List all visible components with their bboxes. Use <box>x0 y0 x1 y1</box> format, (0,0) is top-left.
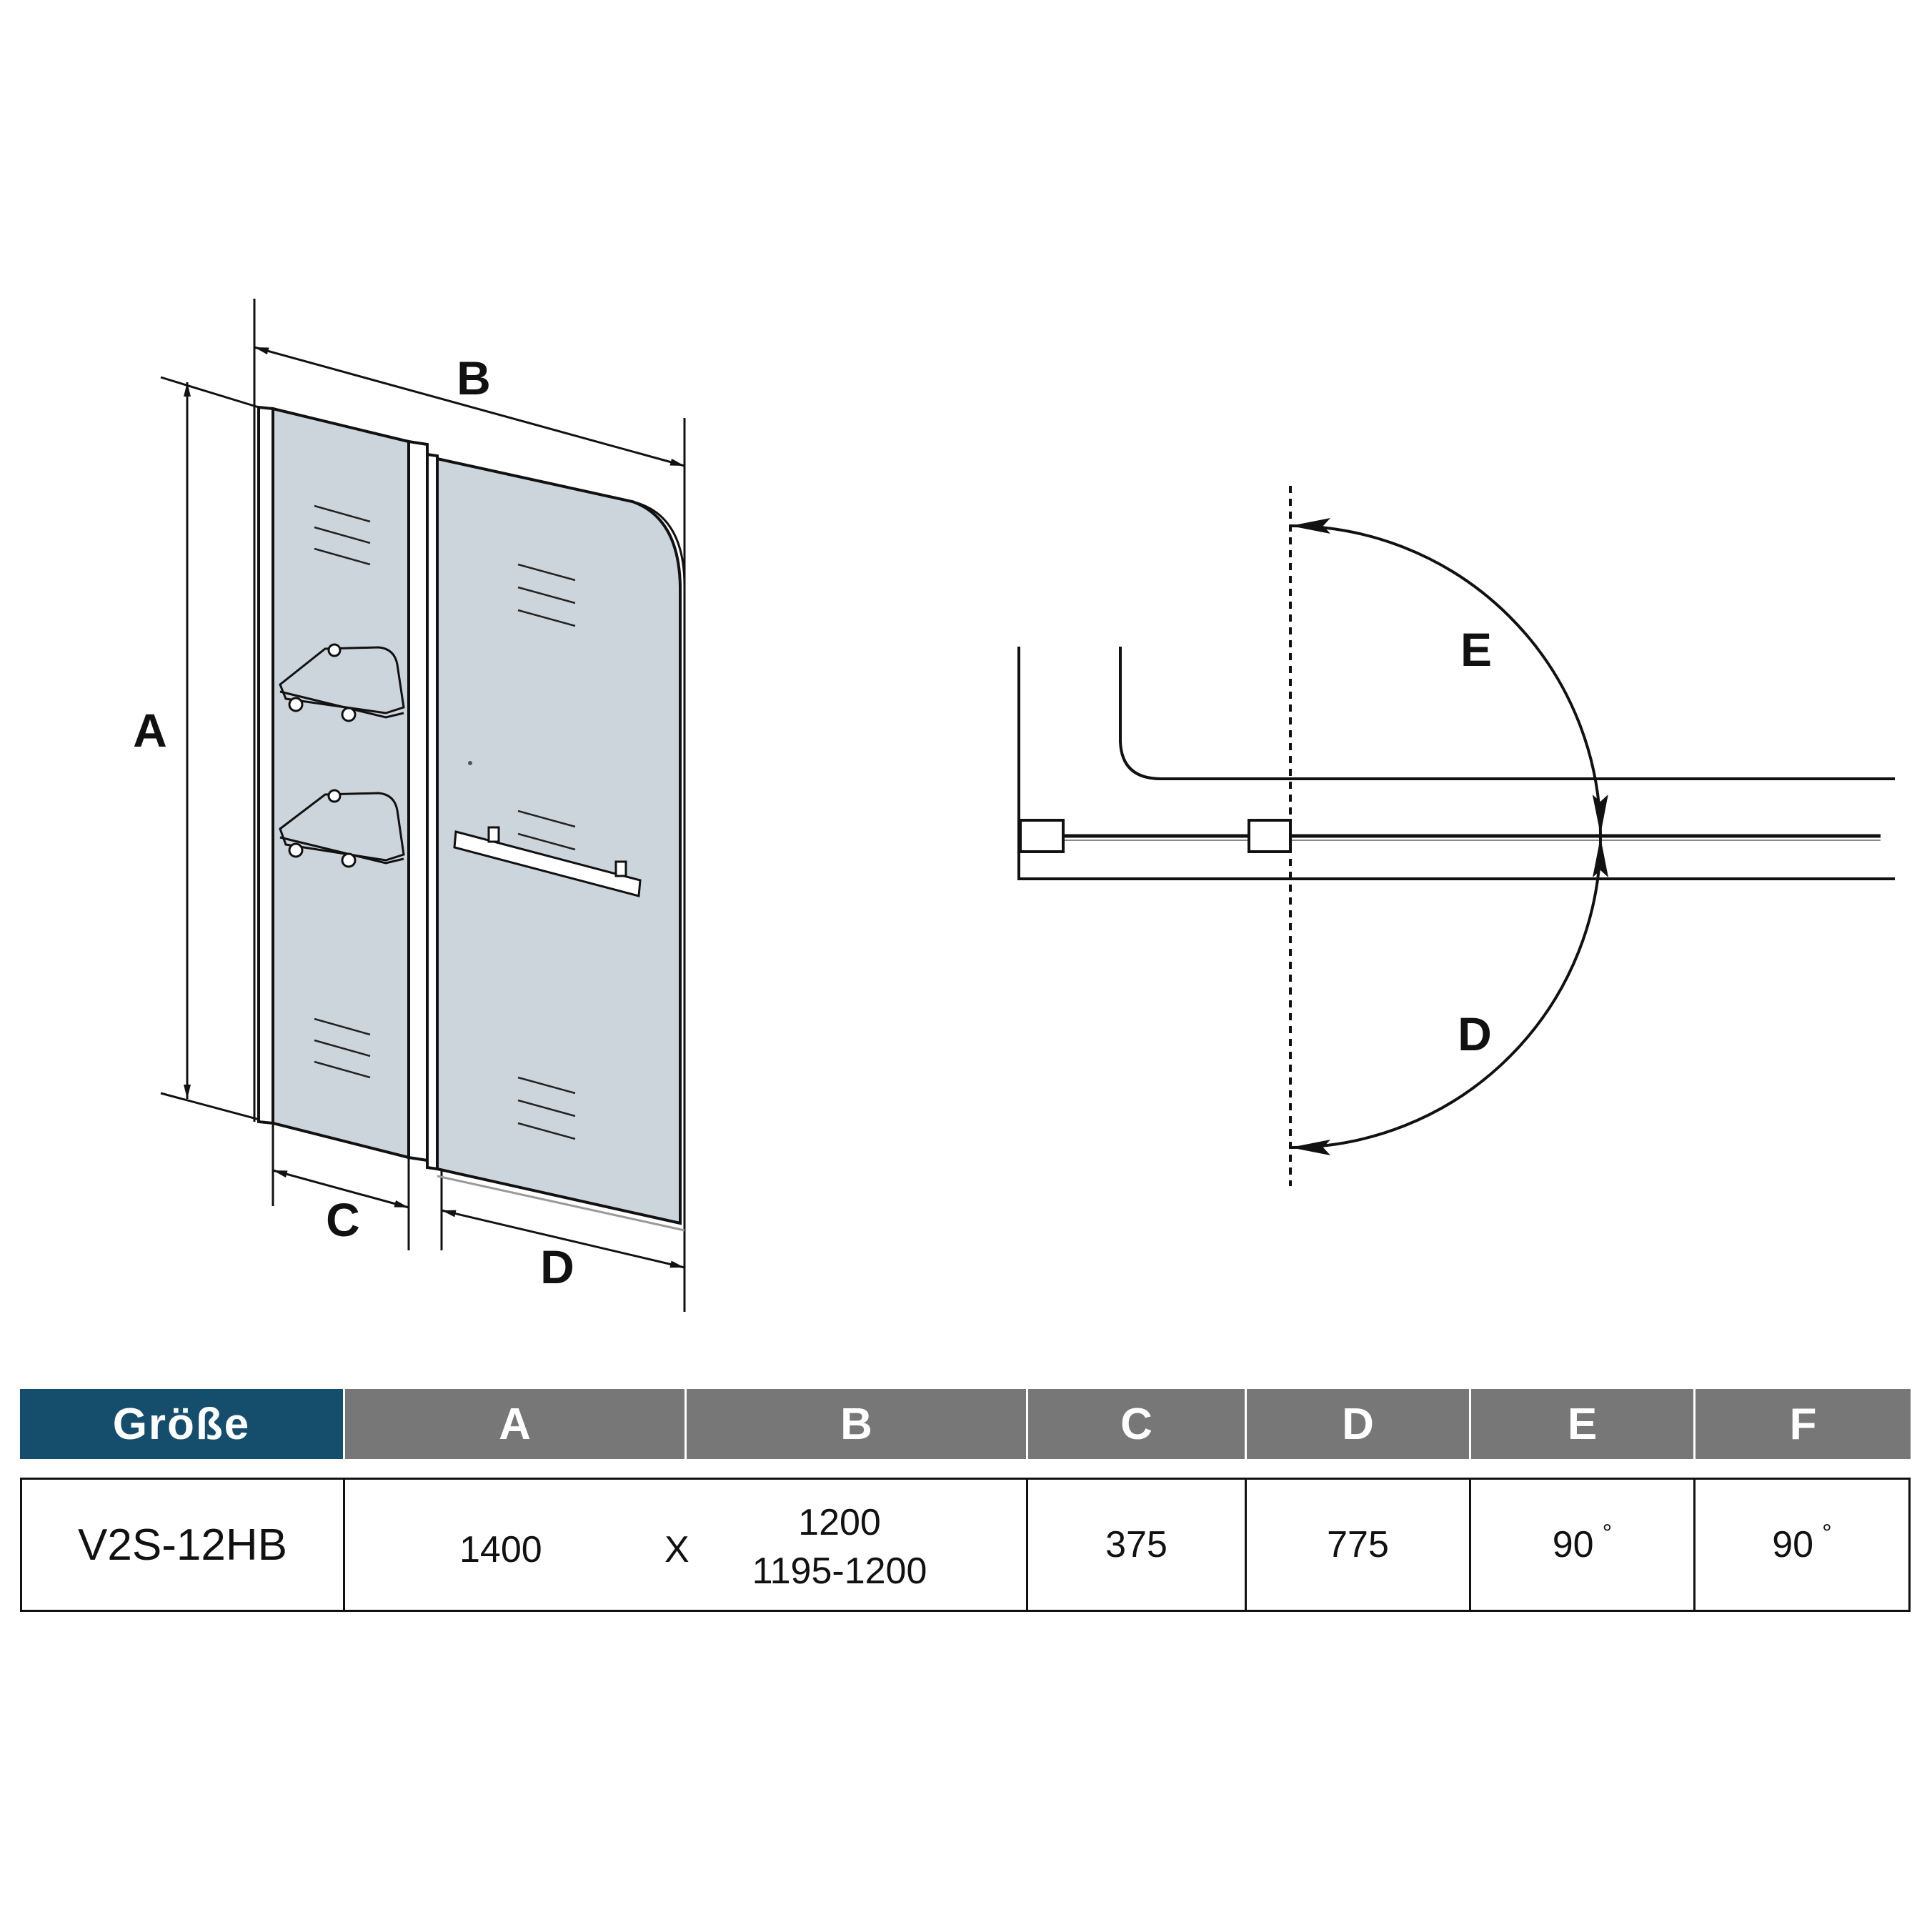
table-header-row: Größe A B C D E F <box>20 1389 1911 1459</box>
bathtub-outline <box>1119 647 1895 780</box>
header-b: B <box>684 1389 1026 1459</box>
table-row: V2S-12HB 1400 X 1200 1195-1200 375 775 9… <box>20 1478 1911 1612</box>
fixed-glass-panel <box>272 407 410 1160</box>
header-d: D <box>1245 1389 1469 1459</box>
cell-f-unit: ° <box>1822 1520 1832 1547</box>
dim-label-c: C <box>326 1193 360 1246</box>
angle-label-d: D <box>1458 1007 1492 1060</box>
cell-b-line1: 1200 <box>798 1502 881 1543</box>
header-a: A <box>343 1389 684 1459</box>
front-view: A B C D <box>133 299 686 1312</box>
header-c: C <box>1026 1389 1245 1459</box>
cell-f-value: 90 <box>1772 1524 1814 1565</box>
swing-arc-e <box>1290 518 1608 835</box>
cell-e: 90 ° <box>1469 1478 1693 1612</box>
extension-line-top-a <box>160 376 259 409</box>
dim-label-d: D <box>540 1240 574 1293</box>
hinge-profile-inner <box>426 452 439 1171</box>
cell-e-value: 90 <box>1552 1524 1594 1565</box>
swing-door-edge <box>632 500 686 1223</box>
cell-b-line2: 1195-1200 <box>752 1550 927 1592</box>
dim-line-d <box>441 1209 685 1269</box>
wall-profile <box>257 405 274 1125</box>
corner-shelf-lower <box>279 789 405 868</box>
header-size: Größe <box>20 1389 343 1459</box>
angle-label-e: E <box>1460 623 1492 676</box>
header-e: E <box>1469 1389 1693 1459</box>
dim-label-a: A <box>133 704 167 757</box>
cell-d: 775 <box>1245 1478 1469 1612</box>
dim-label-b: B <box>457 352 491 404</box>
dim-line-c <box>272 1169 409 1209</box>
cell-a-b: 1400 X 1200 1195-1200 <box>343 1478 1026 1612</box>
spec-table: Größe A B C D E F V2S-12HB 1400 X 1200 1… <box>20 1389 1911 1612</box>
swing-arc-d <box>1290 837 1608 1155</box>
corner-shelf-upper <box>279 643 405 722</box>
cell-a: 1400 <box>459 1529 542 1570</box>
cell-c: 375 <box>1026 1478 1245 1612</box>
top-view: E D <box>1017 486 1895 1186</box>
reflection-hatches <box>314 504 576 1140</box>
extension-line-bottom-a <box>160 1092 274 1125</box>
cell-f: 90 ° <box>1693 1478 1911 1612</box>
wall-profile-plan <box>1019 819 1065 853</box>
header-f: F <box>1693 1389 1911 1459</box>
hinge-profile <box>407 439 429 1162</box>
dim-line-b <box>254 346 685 467</box>
cell-x: X <box>664 1529 689 1570</box>
hinge-block-plan <box>1248 819 1292 853</box>
cell-e-unit: ° <box>1602 1520 1613 1547</box>
cell-model: V2S-12HB <box>20 1478 343 1612</box>
hinge-pin-dot <box>468 761 472 765</box>
towel-bar <box>453 826 642 897</box>
